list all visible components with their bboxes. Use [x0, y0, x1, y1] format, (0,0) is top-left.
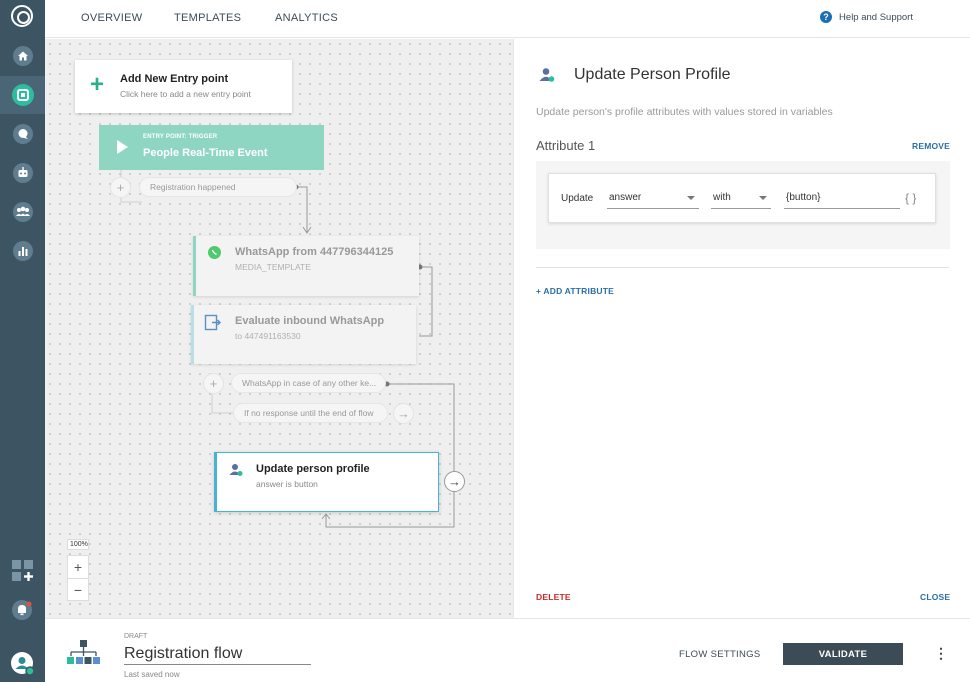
tab-overview[interactable]: OVERVIEW — [81, 12, 143, 24]
attribute-select[interactable]: answer — [607, 185, 699, 209]
branch-pill[interactable]: If no response until the end of flow — [233, 403, 388, 423]
panel-title: Update Person Profile — [574, 66, 731, 83]
zoom-out-button[interactable]: − — [68, 578, 88, 600]
play-icon — [117, 140, 128, 154]
home-icon[interactable] — [0, 37, 45, 75]
node-subtitle: to 447491163530 — [235, 331, 301, 341]
help-icon: ? — [820, 11, 833, 23]
arrow-right-icon[interactable]: → — [393, 403, 414, 424]
zoom-controls: 100% + − — [67, 539, 89, 601]
flow-name-input[interactable]: Registration flow — [124, 645, 311, 665]
operator-select[interactable]: with — [711, 185, 771, 209]
more-options-icon[interactable]: ⋮ — [934, 645, 948, 661]
apps-add-icon[interactable] — [0, 552, 45, 590]
variable-input[interactable]: {button} — [784, 185, 900, 209]
trigger-condition-pill[interactable]: Registration happened — [139, 177, 297, 197]
operator-select-value: with — [713, 192, 731, 203]
close-button[interactable]: CLOSE — [920, 592, 951, 602]
variable-picker-icon[interactable]: { } — [905, 191, 917, 205]
zoom-level: 100% — [67, 539, 89, 550]
attribute-label: Attribute 1 — [536, 138, 596, 153]
saved-status: Last saved now — [124, 670, 180, 679]
tab-templates[interactable]: TEMPLATES — [174, 12, 242, 24]
sidebar — [0, 0, 45, 682]
person-profile-icon — [229, 464, 243, 476]
bottom-bar: DRAFT Registration flow Last saved now F… — [45, 618, 970, 682]
delete-button[interactable]: DELETE — [536, 592, 571, 602]
bot-icon[interactable] — [0, 154, 45, 192]
entry-point-trigger-node[interactable]: ENTRY POINT: TRIGGER People Real-Time Ev… — [99, 125, 324, 170]
remove-attribute-button[interactable]: REMOVE — [912, 141, 951, 151]
next-step-arrow-icon[interactable]: → — [444, 471, 465, 492]
properties-panel: Update Person Profile Update person's pr… — [513, 39, 970, 618]
attribute-row: Update answer with {button} { } — [548, 173, 936, 223]
whatsapp-icon — [208, 246, 221, 259]
chevron-down-icon — [759, 196, 767, 200]
add-entry-subtitle: Click here to add a new entry point — [120, 89, 251, 99]
flow-canvas[interactable]: + Add New Entry point Click here to add … — [45, 39, 513, 618]
node-subtitle: MEDIA_TEMPLATE — [235, 262, 311, 272]
user-avatar-icon[interactable] — [0, 645, 45, 682]
person-profile-icon — [539, 68, 555, 82]
node-title: Update person profile — [256, 463, 370, 475]
chevron-down-icon — [687, 196, 695, 200]
trigger-title: People Real-Time Event — [143, 147, 268, 159]
node-title: WhatsApp from 447796344125 — [235, 246, 394, 258]
validate-button[interactable]: VALIDATE — [783, 643, 903, 665]
node-title: Evaluate inbound WhatsApp — [235, 315, 385, 327]
help-label: Help and Support — [839, 11, 913, 23]
update-label: Update — [561, 193, 594, 204]
flows-icon[interactable] — [0, 76, 45, 114]
logo-icon[interactable] — [11, 5, 33, 27]
add-icon: + — [90, 71, 105, 98]
notifications-icon[interactable] — [0, 591, 45, 629]
flow-structure-icon — [67, 640, 100, 664]
attribute-box: Update answer with {button} { } — [536, 161, 950, 249]
branch-pill[interactable]: WhatsApp in case of any other ke... — [231, 373, 386, 393]
help-and-support-link[interactable]: ? Help and Support — [820, 11, 913, 23]
add-branch-button[interactable]: + — [203, 373, 224, 394]
attribute-select-value: answer — [609, 192, 642, 203]
conversations-icon[interactable] — [0, 115, 45, 153]
flow-settings-button[interactable]: FLOW SETTINGS — [679, 649, 761, 660]
add-entry-point-card[interactable]: + Add New Entry point Click here to add … — [75, 60, 292, 113]
add-condition-button[interactable]: + — [110, 177, 131, 198]
add-entry-title: Add New Entry point — [120, 73, 229, 85]
node-subtitle: answer is button — [256, 479, 318, 489]
divider — [536, 267, 949, 268]
analytics-icon[interactable] — [0, 232, 45, 270]
evaluate-inbound-node[interactable]: Evaluate inbound WhatsApp to 44749116353… — [191, 305, 416, 364]
zoom-in-button[interactable]: + — [73, 559, 83, 575]
tab-analytics[interactable]: ANALYTICS — [275, 12, 339, 24]
inbound-icon — [204, 314, 221, 331]
people-icon[interactable] — [0, 193, 45, 231]
top-navigation: OVERVIEW TEMPLATES ANALYTICS ? Help and … — [45, 0, 970, 38]
panel-description: Update person's profile attributes with … — [536, 106, 833, 118]
whatsapp-node[interactable]: WhatsApp from 447796344125 MEDIA_TEMPLAT… — [193, 236, 419, 296]
update-person-profile-node[interactable]: Update person profile answer is button — [214, 452, 439, 512]
flow-status: DRAFT — [124, 633, 148, 640]
add-attribute-button[interactable]: + ADD ATTRIBUTE — [536, 286, 615, 296]
trigger-tag: ENTRY POINT: TRIGGER — [143, 134, 218, 140]
